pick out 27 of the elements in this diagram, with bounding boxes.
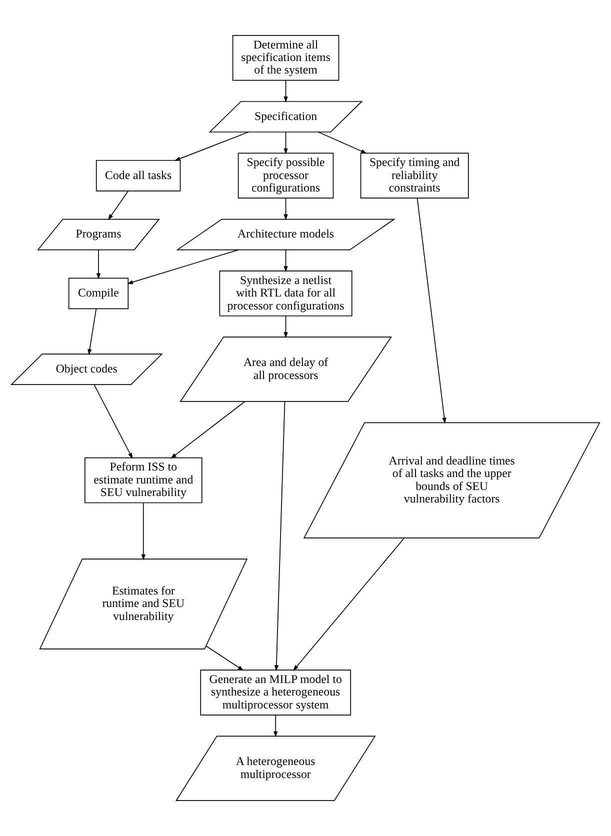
arrow <box>141 502 146 560</box>
arrow <box>206 646 244 671</box>
node-box: Compile <box>68 278 129 310</box>
node-box: Determine all specification items of the system <box>232 34 340 81</box>
arrow <box>126 249 239 284</box>
arrow <box>96 249 101 280</box>
arrow <box>108 190 129 220</box>
arrow <box>170 401 246 459</box>
arrow <box>284 249 288 272</box>
node-box: Peform ISS to estimate runtime and SEU vulnerability <box>84 457 202 504</box>
node-box: Specify timing and reliability constraints <box>360 152 469 199</box>
arrow <box>88 308 97 356</box>
arrow <box>94 384 133 459</box>
arrow <box>318 132 367 154</box>
arrow <box>274 714 278 738</box>
arrow <box>284 80 288 102</box>
node-box: Code all tasks <box>96 160 181 192</box>
node-box: Synthesize a netlist with RTL data for all processor configurations <box>219 270 352 316</box>
arrow <box>293 538 405 671</box>
arrow <box>284 132 288 154</box>
arrow <box>284 198 288 220</box>
node-box: Generate an MILP model to synthesize a heterogeneous multiprocessor system <box>200 670 352 716</box>
arrow <box>284 316 288 338</box>
arrow <box>274 401 286 672</box>
arrow <box>174 132 249 161</box>
arrow <box>416 198 446 424</box>
node-box: Specify possible processor configurations <box>238 152 334 199</box>
